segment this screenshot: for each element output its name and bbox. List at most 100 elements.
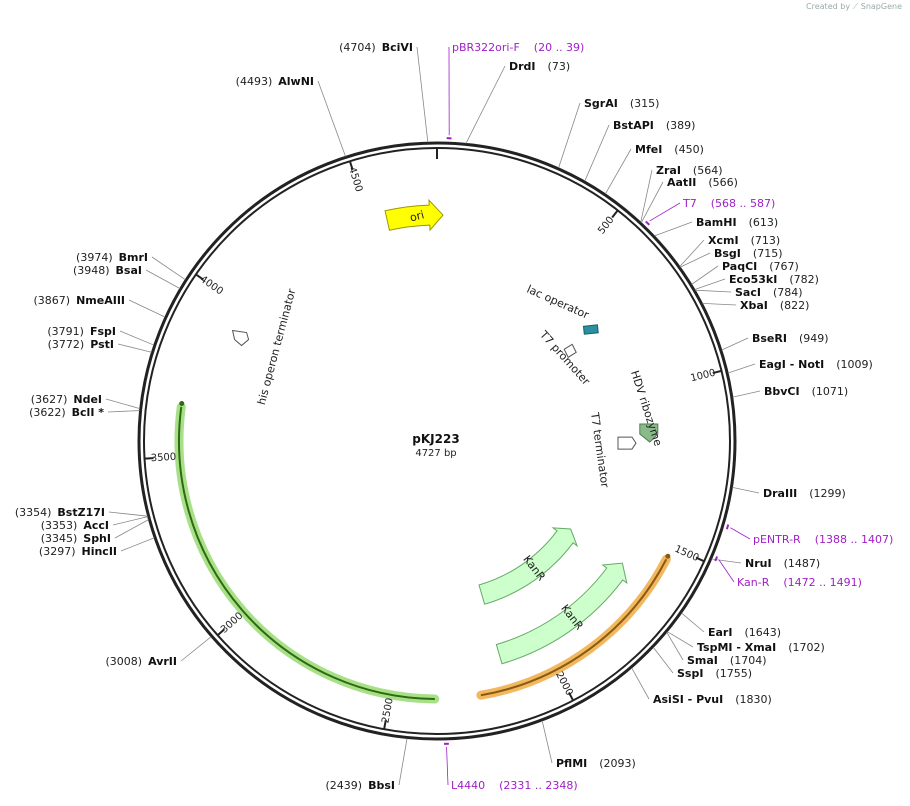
enzyme-location: (3622) — [29, 406, 66, 419]
enzyme-location: (566) — [708, 176, 738, 189]
primer-leader — [446, 746, 449, 786]
primer-mark — [725, 524, 730, 530]
primer-location: (1388 .. 1407) — [815, 533, 894, 546]
t7-promoter-icon — [563, 343, 577, 359]
enzyme-location: (1071) — [812, 385, 849, 398]
primer-mark — [714, 556, 719, 562]
enzyme-name: FspI — [90, 325, 116, 338]
feature-label: T7 promoter — [536, 328, 592, 389]
enzyme-location: (3353) — [41, 519, 78, 532]
enzyme-location: (1704) — [730, 654, 767, 667]
enzyme-location: (949) — [799, 332, 829, 345]
enzyme-name: BseRI — [752, 332, 787, 345]
enzyme-leader — [732, 487, 760, 494]
plasmid-backbone — [137, 141, 737, 741]
orf-line — [178, 406, 435, 700]
enzyme-location: (4704) — [339, 41, 376, 54]
enzyme-location: (1702) — [788, 641, 825, 654]
enzyme-name: MfeI — [635, 143, 662, 156]
t7-terminator-icon — [617, 436, 637, 450]
enzyme-location: (1643) — [744, 626, 781, 639]
enzyme-name: HincII — [81, 545, 117, 558]
enzyme-leader — [145, 269, 181, 289]
enzyme-leader — [667, 631, 694, 648]
enzyme-name: BsgI — [714, 247, 741, 260]
enzyme-leader — [112, 516, 148, 526]
tick-label: 2500 — [380, 697, 395, 724]
tick-mark — [216, 628, 226, 636]
tick-mark — [695, 556, 705, 563]
enzyme-name: BsaI — [116, 264, 142, 277]
enzyme-leader — [151, 256, 186, 281]
orf-line — [480, 558, 668, 697]
enzyme-name: AsiSI - PvuI — [653, 693, 723, 706]
snapgene-logo-icon: ⟋ — [852, 2, 859, 11]
plasmid-length: 4727 bp — [415, 448, 456, 459]
enzyme-name: AlwNI — [278, 75, 314, 88]
enzyme-leader — [317, 80, 346, 157]
enzyme-location: (715) — [753, 247, 783, 260]
enzyme-leader — [398, 738, 408, 786]
enzyme-name: AvrII — [148, 655, 177, 668]
enzyme-name: SacI — [735, 286, 761, 299]
enzyme-location: (2093) — [599, 757, 636, 770]
enzyme-leader — [702, 303, 737, 306]
enzyme-name: XbaI — [740, 299, 768, 312]
tick-label: 500 — [596, 215, 616, 237]
tick-label: 4500 — [346, 166, 364, 194]
enzyme-location: (767) — [769, 260, 799, 273]
enzyme-name: PaqCI — [722, 260, 757, 273]
enzyme-leader — [640, 169, 653, 223]
primer-name: L4440 — [451, 779, 485, 792]
orf-arrowhead — [665, 553, 671, 559]
tick-mark — [144, 457, 154, 460]
primer-leader — [730, 527, 751, 540]
enzyme-name: SmaI — [687, 654, 718, 667]
enzyme-location: (822) — [780, 299, 810, 312]
enzyme-location: (1009) — [836, 358, 873, 371]
enzyme-location: (3297) — [39, 545, 76, 558]
enzyme-name: SphI — [83, 532, 111, 545]
enzyme-leader — [694, 278, 726, 290]
tick-label: 3500 — [150, 452, 176, 465]
enzyme-name: BamHI — [696, 216, 737, 229]
orf-layer — [174, 400, 671, 704]
enzyme-leader — [114, 519, 149, 539]
enzyme-name: PstI — [90, 338, 114, 351]
enzyme-location: (3867) — [34, 294, 71, 307]
enzyme-name: PflMI — [556, 757, 587, 770]
enzyme-leader — [666, 632, 684, 661]
enzyme-name: NruI — [745, 557, 772, 570]
tick-label: 4000 — [198, 274, 225, 298]
enzyme-name: AatII — [667, 176, 696, 189]
enzyme-leader — [728, 363, 756, 374]
orf-arrowhead — [179, 400, 185, 406]
enzyme-location: (564) — [693, 164, 723, 177]
enzyme-name: SspI — [677, 667, 703, 680]
enzyme-leader — [584, 124, 610, 182]
enzyme-leader — [119, 330, 154, 346]
feature-kanr-arrow — [478, 527, 579, 605]
feature-label: lac operator — [525, 283, 592, 322]
primer-mark — [645, 220, 650, 226]
primer-location: (2331 .. 2348) — [499, 779, 578, 792]
enzyme-location: (784) — [773, 286, 803, 299]
primer-name: pBR322ori-F — [452, 41, 520, 54]
enzyme-leader — [732, 390, 761, 398]
enzyme-name: BstZ17I — [57, 506, 105, 519]
enzyme-name: EarI — [708, 626, 732, 639]
enzyme-location: (3772) — [48, 338, 85, 351]
tick-mark — [712, 369, 722, 375]
enzyme-name: DrdI — [509, 60, 536, 73]
brand-created-by: Created by — [806, 2, 851, 11]
enzyme-location: (1755) — [715, 667, 752, 680]
enzyme-leader — [681, 612, 705, 633]
primer-name: T7 — [682, 197, 697, 210]
enzyme-location: (389) — [666, 119, 696, 132]
enzyme-location: (2439) — [326, 779, 363, 792]
enzyme-name: BciVI — [382, 41, 413, 54]
tick-mark — [383, 720, 387, 730]
enzyme-location: (713) — [751, 234, 781, 247]
enzyme-leader — [640, 181, 664, 223]
enzyme-leader — [117, 343, 152, 353]
